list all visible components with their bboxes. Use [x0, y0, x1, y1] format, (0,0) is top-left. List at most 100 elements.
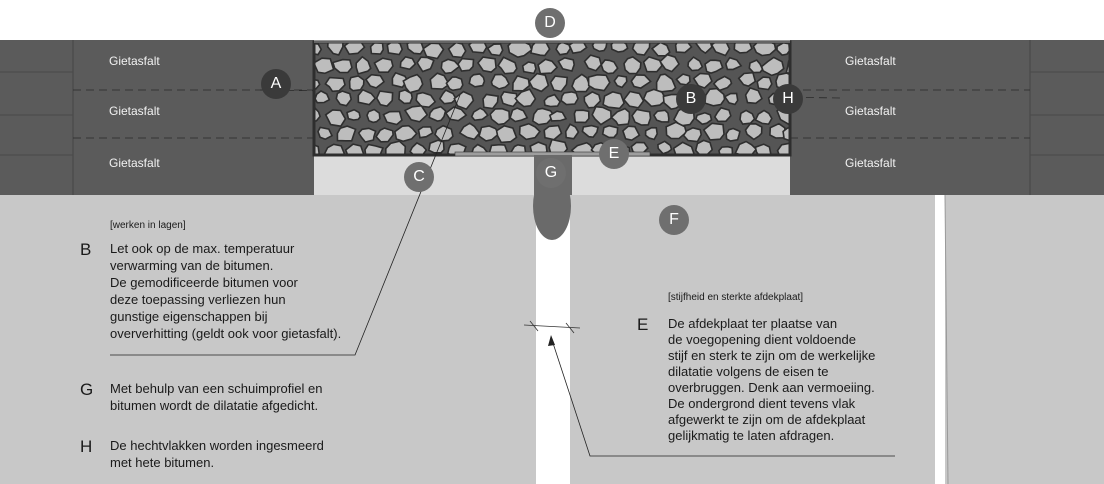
stone [344, 143, 365, 155]
note-g-line-2: bitumen wordt de dilatatie afgedicht. [110, 398, 319, 413]
dilatation-gap [536, 195, 570, 484]
layer-label-right-1: Gietasfalt [845, 54, 896, 68]
stone [314, 90, 331, 104]
stone [428, 105, 447, 122]
leader-line-e [550, 336, 895, 457]
stone [323, 143, 346, 155]
stone [364, 143, 384, 155]
stone [587, 73, 611, 92]
stone [672, 141, 696, 155]
stone [486, 43, 504, 57]
stone [331, 58, 353, 74]
stone [317, 126, 334, 141]
stone [723, 92, 739, 106]
layer-label-left-3: Gietasfalt [109, 156, 160, 170]
marker-h: H [773, 84, 803, 114]
stone [733, 42, 753, 54]
layer-label-right-3: Gietasfalt [845, 156, 896, 170]
stone [694, 111, 713, 126]
note-e-line-4: dilatatie volgens de eisen te [668, 364, 829, 379]
marker-f: F [659, 205, 689, 235]
stone [490, 73, 510, 90]
note-b-line-2: verwarming van de bitumen. [110, 258, 274, 273]
stone [366, 108, 381, 124]
stone [644, 126, 659, 141]
base-crack [935, 195, 945, 484]
stone [712, 75, 733, 92]
stone [375, 127, 394, 143]
stone [497, 56, 518, 75]
stone [364, 73, 386, 89]
stone [621, 125, 641, 142]
stone [373, 57, 394, 73]
stone [665, 121, 688, 140]
stone [725, 127, 741, 142]
stone [543, 93, 562, 108]
note-e-heading: [stijfheid en sterkte afdekplaat] [668, 292, 804, 303]
note-b-line-6: oververhitting (geldt ook voor gietasfal… [110, 326, 342, 341]
note-b-line-4: deze toepassing verliezen hun [110, 292, 286, 307]
stone [324, 109, 347, 128]
stone [476, 56, 497, 73]
dimension-tick-right [565, 322, 575, 334]
stone [343, 42, 366, 56]
stone [718, 145, 734, 155]
stone [398, 89, 414, 105]
stone [528, 72, 550, 93]
stone [314, 42, 323, 56]
stone [748, 59, 764, 74]
stone [458, 122, 481, 141]
stone [346, 108, 361, 121]
stone [314, 57, 335, 75]
stone [737, 71, 757, 87]
stone [335, 90, 353, 107]
stone [382, 110, 403, 126]
note-g-line-1: Met behulp van een schuimprofiel en [110, 381, 323, 396]
concrete-base-right [570, 195, 1104, 484]
stone [674, 42, 693, 54]
stone [326, 42, 344, 56]
stone [403, 104, 429, 123]
stone [422, 42, 445, 60]
stone [568, 42, 588, 55]
asphalt-edge-blocks [0, 71, 1104, 156]
marker-a: A [261, 69, 291, 99]
stone [440, 58, 461, 75]
stone [652, 109, 670, 123]
stone [548, 138, 569, 155]
dimension-tick-left [529, 320, 539, 332]
stone [482, 93, 499, 110]
stone [623, 56, 642, 75]
marker-c: C [404, 162, 434, 192]
base-crack-edge [944, 194, 949, 484]
stone [622, 90, 645, 109]
stone [591, 42, 608, 53]
stone [369, 42, 385, 55]
stone [754, 109, 773, 126]
stone [591, 105, 612, 126]
stone [375, 90, 394, 107]
note-e-line-8: gelijkmatig te laten afdragen. [668, 428, 835, 443]
stone [548, 110, 568, 122]
stone [386, 42, 404, 56]
layer-label-left-2: Gietasfalt [109, 104, 160, 118]
stone [478, 125, 500, 142]
stone [724, 56, 743, 71]
stone [468, 73, 486, 88]
stone [470, 107, 489, 122]
stone [509, 107, 529, 123]
note-e-line-3: stijf en sterk te zijn om de werkelijke [668, 348, 876, 363]
asphalt-right [790, 40, 1104, 195]
stone [336, 125, 357, 142]
stone [417, 126, 434, 139]
stone [453, 90, 475, 111]
stone [744, 86, 763, 105]
note-e-line-5: overbruggen. Denk aan vermoeiing. [668, 380, 875, 395]
stone [560, 91, 579, 106]
stone [384, 140, 407, 155]
stone [467, 42, 488, 54]
stone [600, 59, 619, 75]
stone [713, 106, 732, 123]
stone [489, 107, 511, 126]
stone [744, 122, 763, 141]
